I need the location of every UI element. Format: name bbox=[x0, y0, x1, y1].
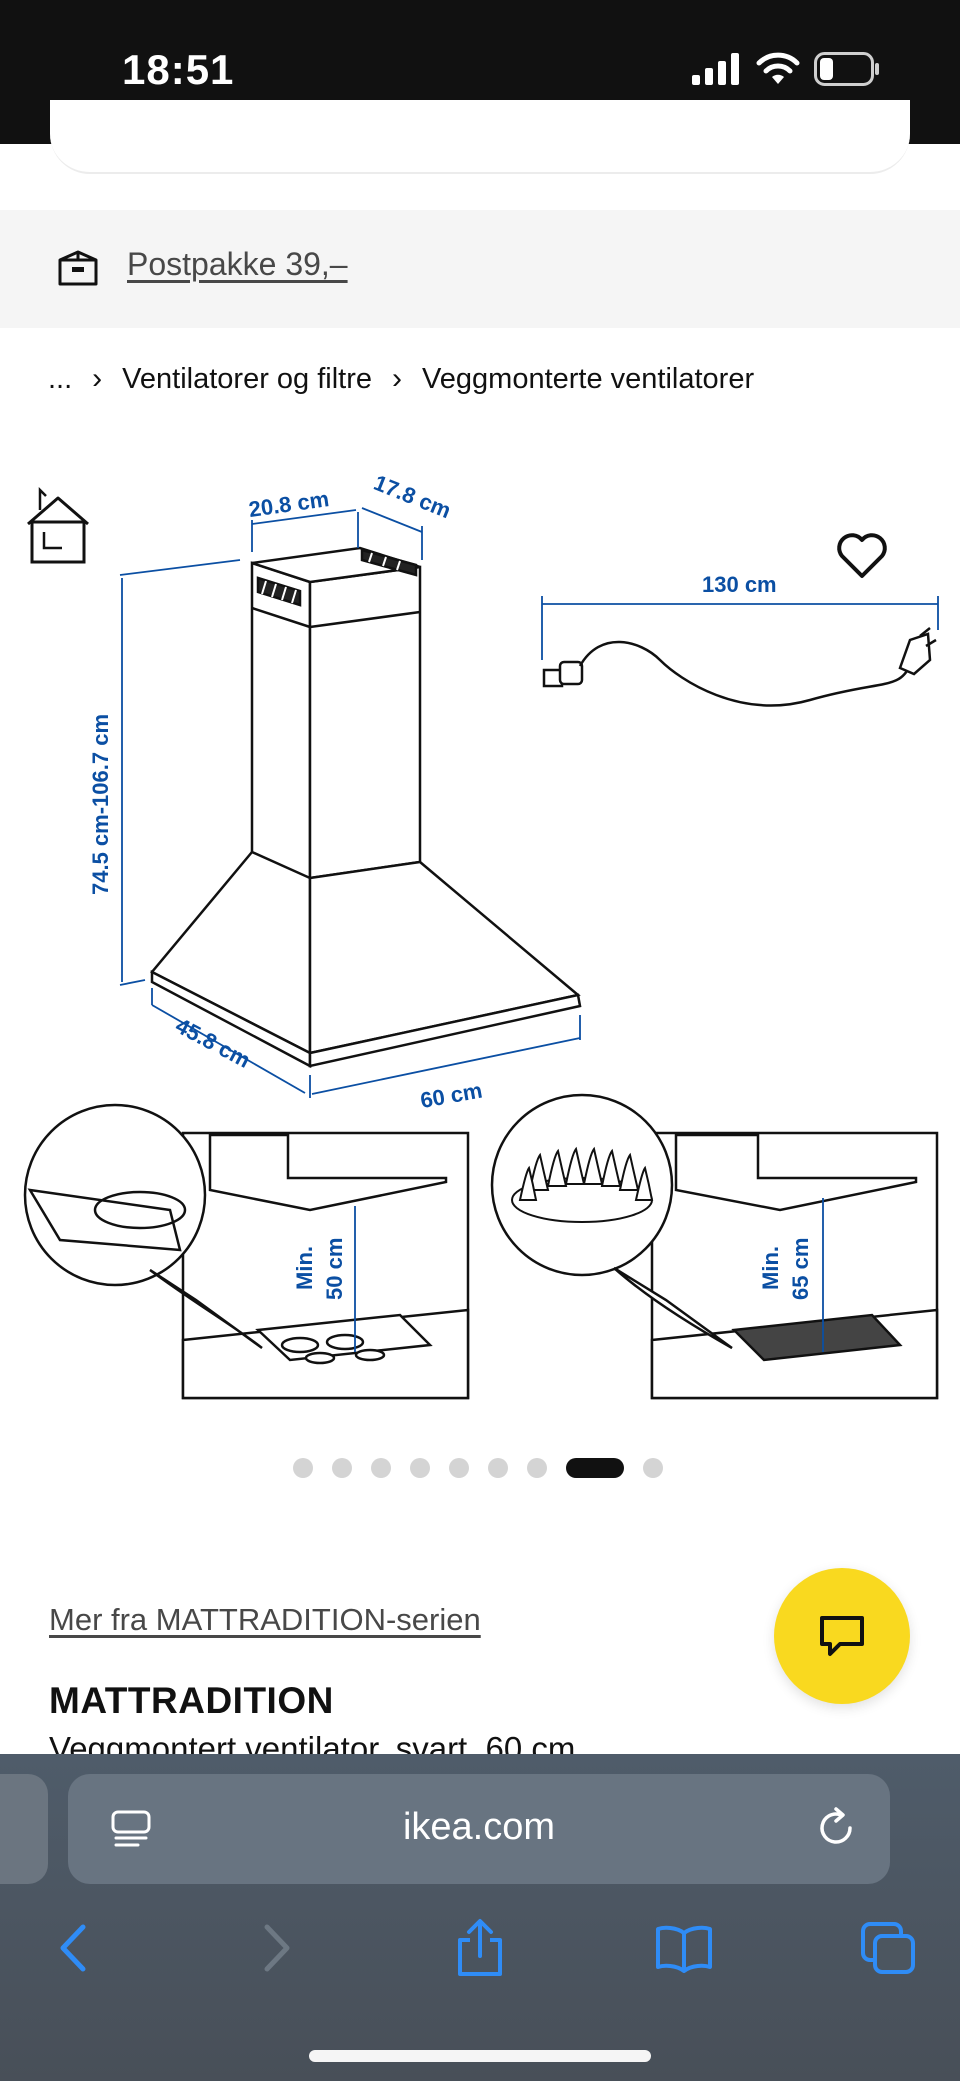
min-gas-value: 65 cm bbox=[788, 1238, 813, 1300]
share-icon bbox=[458, 1919, 502, 1976]
3d-room-icon[interactable] bbox=[22, 486, 94, 566]
home-indicator bbox=[309, 2050, 651, 2062]
chevron-right-icon bbox=[264, 1924, 290, 1972]
gas-clearance-drawing bbox=[490, 1093, 939, 1400]
shipping-price-link[interactable]: Postpakke 39,– bbox=[127, 246, 348, 282]
forward-button[interactable] bbox=[248, 1918, 308, 1978]
address-bar[interactable]: ikea.com bbox=[68, 1774, 890, 1884]
carousel-dot[interactable] bbox=[643, 1458, 663, 1478]
chevron-left-icon bbox=[60, 1924, 86, 1972]
status-icons bbox=[692, 52, 880, 86]
heart-icon[interactable] bbox=[836, 532, 888, 580]
min-electric-label: Min. bbox=[292, 1246, 317, 1290]
electric-clearance-drawing bbox=[23, 1103, 470, 1400]
min-gas-label: Min. bbox=[758, 1246, 783, 1290]
url-text: ikea.com bbox=[402, 1806, 556, 1848]
image-carousel-dots bbox=[293, 1458, 663, 1478]
hood-drawing bbox=[150, 546, 582, 1069]
share-button[interactable] bbox=[450, 1918, 510, 1978]
carousel-dot[interactable] bbox=[371, 1458, 391, 1478]
battery-icon bbox=[814, 52, 879, 86]
book-icon bbox=[656, 1925, 712, 1973]
power-cord-drawing bbox=[542, 627, 937, 707]
dim-top-width: 20.8 cm bbox=[247, 486, 330, 522]
reader-mode-icon[interactable] bbox=[110, 1808, 152, 1850]
carousel-dot[interactable] bbox=[410, 1458, 430, 1478]
bookmarks-button[interactable] bbox=[654, 1918, 714, 1978]
carousel-dot[interactable] bbox=[449, 1458, 469, 1478]
signal-icon bbox=[692, 53, 739, 85]
status-time: 18:51 bbox=[122, 46, 235, 93]
product-dimension-image[interactable]: 20.8 cm 17.8 cm 74.5 cm-106.7 cm 130 cm … bbox=[0, 450, 960, 1420]
chat-bubble-icon bbox=[820, 1616, 864, 1656]
dim-top-depth: 17.8 cm bbox=[370, 470, 454, 523]
carousel-dot-active[interactable] bbox=[566, 1458, 624, 1478]
dim-height: 74.5 cm-106.7 cm bbox=[88, 714, 113, 895]
back-button[interactable] bbox=[42, 1918, 102, 1978]
chat-button[interactable] bbox=[774, 1568, 910, 1704]
previous-tab-peek[interactable] bbox=[0, 1774, 48, 1884]
breadcrumb-ellipsis[interactable]: ... bbox=[48, 362, 73, 395]
parcel-icon bbox=[58, 250, 98, 286]
search-pill-remnant bbox=[50, 100, 910, 174]
product-name: MATTRADITION bbox=[49, 1680, 334, 1721]
carousel-dot[interactable] bbox=[293, 1458, 313, 1478]
carousel-dot[interactable] bbox=[332, 1458, 352, 1478]
breadcrumb-item-ventilatorer[interactable]: Ventilatorer og filtre bbox=[122, 362, 373, 395]
series-link[interactable]: Mer fra MATTRADITION-serien bbox=[49, 1602, 481, 1637]
chevron-right-icon: › bbox=[92, 362, 103, 395]
shipping-banner: Postpakke 39,– bbox=[0, 210, 960, 328]
wifi-icon bbox=[756, 52, 800, 84]
carousel-dot[interactable] bbox=[488, 1458, 508, 1478]
chevron-right-icon: › bbox=[392, 362, 403, 395]
breadcrumb: ... › Ventilatorer og filtre › Veggmonte… bbox=[48, 362, 754, 396]
carousel-dot[interactable] bbox=[527, 1458, 547, 1478]
dim-cord-length: 130 cm bbox=[702, 572, 777, 597]
breadcrumb-item-veggmonterte[interactable]: Veggmonterte ventilatorer bbox=[422, 362, 755, 395]
tabs-icon bbox=[861, 1922, 915, 1974]
reload-icon[interactable] bbox=[814, 1806, 858, 1850]
min-electric-value: 50 cm bbox=[322, 1238, 347, 1300]
tabs-button[interactable] bbox=[858, 1918, 918, 1978]
flame-ring bbox=[511, 1146, 654, 1223]
dim-bottom-width: 60 cm bbox=[418, 1078, 484, 1113]
browser-toolbar: ikea.com bbox=[0, 1754, 960, 2081]
